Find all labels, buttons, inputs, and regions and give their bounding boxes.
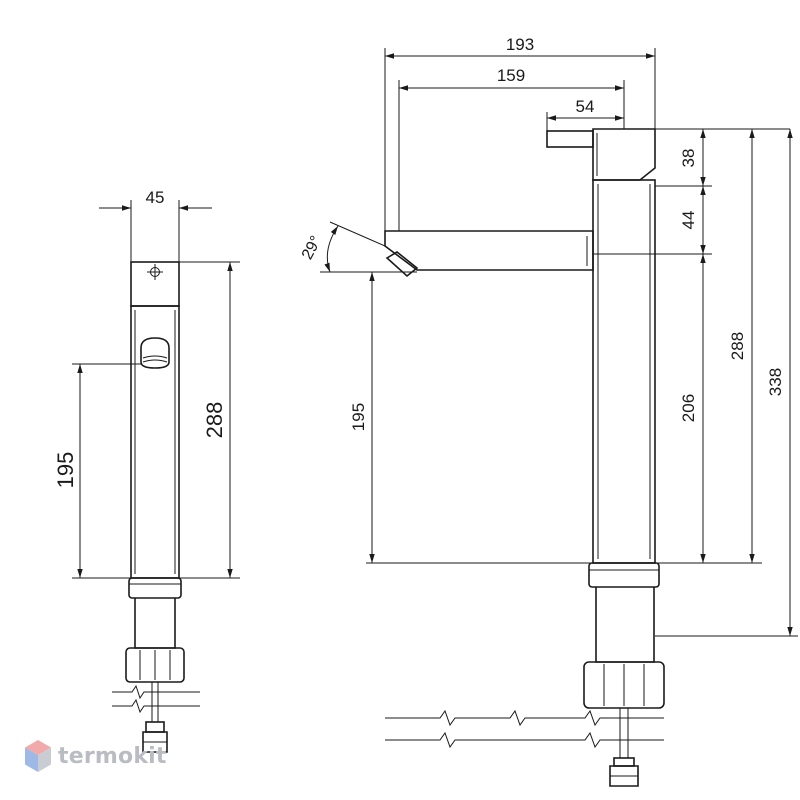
side-break-line-1 (385, 709, 664, 727)
side-lever-label: 54 (576, 97, 595, 116)
side-overall-reach-label: 193 (506, 35, 534, 54)
brand-cube-icon (25, 740, 51, 772)
side-overall-height-label: 338 (766, 368, 785, 396)
front-width-dimension: 45 (99, 188, 212, 262)
side-base-ring (588, 562, 660, 588)
front-base-ring (128, 577, 182, 599)
front-height-label: 288 (202, 402, 227, 439)
side-lever (546, 128, 656, 181)
front-body (130, 305, 180, 579)
front-shank (134, 598, 176, 649)
front-outlet-label: 195 (53, 452, 78, 489)
side-spout-gap-dimension: 44 (679, 186, 706, 254)
side-break-line-2 (385, 731, 664, 749)
side-aerator (385, 251, 419, 278)
side-outlet-label: 195 (349, 403, 368, 431)
side-angle-label: 29° (299, 233, 325, 262)
side-hose-fitting (609, 757, 639, 787)
side-spout (384, 230, 594, 278)
side-overall-height-dimension: 338 (766, 129, 793, 636)
front-hose-fitting (142, 721, 168, 753)
side-spout-height-dimension: 206 (679, 254, 706, 563)
side-lever-height-dimension: 38 (679, 129, 706, 186)
front-break-line-2 (112, 698, 200, 714)
side-body-height-label: 288 (728, 332, 747, 360)
side-lever-dimension: 54 (546, 97, 624, 131)
side-overall-reach-dimension: 193 (384, 35, 656, 231)
front-outlet-dimension: 195 (53, 363, 141, 579)
front-height-dimension: 288 (179, 261, 240, 579)
front-aerator (140, 337, 170, 369)
side-outlet-dimension: 195 (349, 271, 593, 564)
side-body (592, 179, 656, 564)
front-break-line-1 (112, 684, 200, 700)
front-screw-symbol (147, 264, 163, 280)
brand-name: termokit (58, 743, 167, 769)
front-view: 45 288 195 (53, 188, 240, 753)
side-spout-height-label: 206 (679, 394, 698, 422)
front-width-label: 45 (146, 188, 165, 207)
side-nut (583, 661, 665, 709)
side-body-height-dimension: 288 (728, 129, 755, 563)
front-nut (125, 647, 185, 683)
brand-logo: termokit (24, 736, 167, 776)
side-spout-reach-dimension: 159 (398, 66, 625, 231)
side-view: 193 159 54 29° 195 (299, 35, 798, 787)
side-spout-reach-label: 159 (497, 66, 525, 85)
side-lever-height-label: 38 (679, 149, 698, 168)
side-spout-gap-label: 44 (679, 211, 698, 230)
side-shank (595, 587, 655, 663)
